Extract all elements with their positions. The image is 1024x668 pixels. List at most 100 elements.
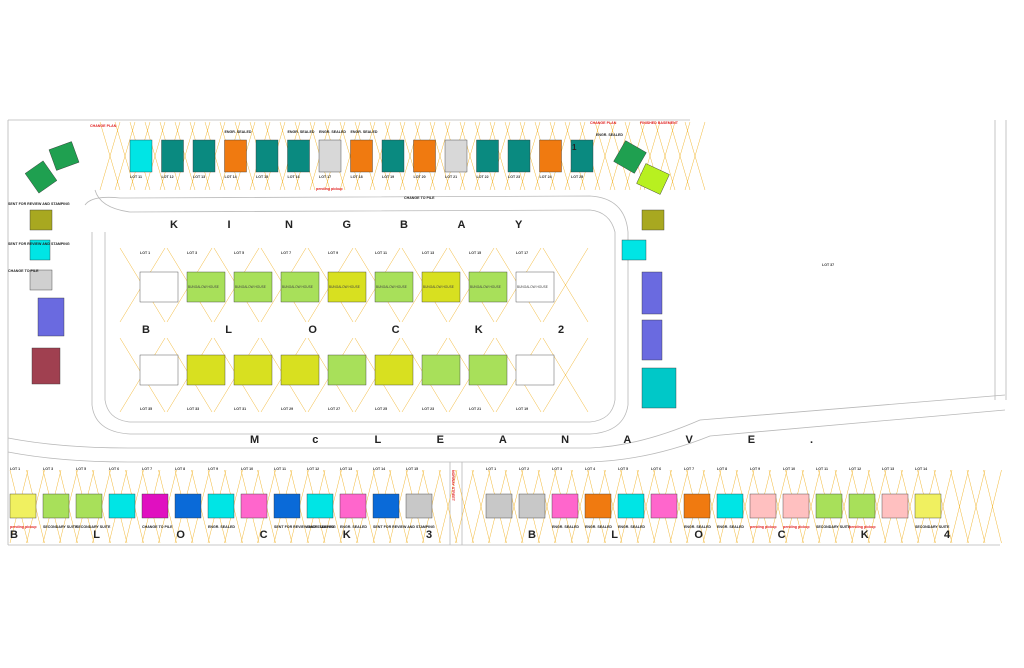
right-lot-lime[interactable] xyxy=(636,163,670,195)
change-plan-right: CHANGE PLAN xyxy=(590,121,617,125)
left-lot-green-2[interactable] xyxy=(24,160,58,194)
street-letter: O xyxy=(176,529,186,541)
right-lot-green[interactable] xyxy=(613,140,647,174)
block3-lot[interactable] xyxy=(42,493,70,519)
block4-lot[interactable] xyxy=(881,493,909,519)
block4-lot[interactable] xyxy=(914,493,942,519)
street-letter: K xyxy=(343,529,352,541)
right-lot-olive[interactable] xyxy=(641,209,665,231)
block2-bottom-lot[interactable] xyxy=(468,354,508,386)
block2-top-lot-label: LOT 7 xyxy=(281,251,291,255)
block2-bottom-lot[interactable] xyxy=(233,354,273,386)
block2-top-lot[interactable] xyxy=(421,271,461,303)
right-lot-violet-2[interactable] xyxy=(641,319,663,361)
block3-lot-note: SECONDARY SUITE xyxy=(43,525,78,529)
block4-lot-note: pending pickup xyxy=(783,525,810,529)
block1-lot[interactable] xyxy=(161,139,184,173)
block1-lot[interactable] xyxy=(381,139,405,173)
block2-top-lot[interactable] xyxy=(327,271,367,303)
block2-bottom-lot[interactable] xyxy=(374,354,414,386)
block4-lot[interactable] xyxy=(848,493,876,519)
block2-bottom-lot[interactable] xyxy=(515,354,555,386)
right-lot-cyan[interactable] xyxy=(621,239,647,261)
right-lot-violet-1[interactable] xyxy=(641,271,663,315)
block2-bottom-lot-label: LOT 35 xyxy=(140,407,152,411)
street-letter: B xyxy=(400,219,409,231)
street-letter: E xyxy=(748,434,756,446)
block2-bottom-lot[interactable] xyxy=(186,354,226,386)
block3-lot[interactable] xyxy=(405,493,433,519)
block2-bottom-lot-label: LOT 23 xyxy=(422,407,434,411)
block4-lot[interactable] xyxy=(782,493,810,519)
block3-lot[interactable] xyxy=(108,493,136,519)
block1-lot[interactable] xyxy=(413,139,436,173)
block4-lot-note: ENGR. SEALED xyxy=(552,525,579,529)
block3-lot[interactable] xyxy=(174,493,202,519)
block2-bottom-lot[interactable] xyxy=(280,354,320,386)
block1-lot-label: LOT 21 xyxy=(445,175,457,179)
block4-lot[interactable] xyxy=(749,493,777,519)
block2-top-lot[interactable] xyxy=(233,271,273,303)
block4-lot-label: LOT 8 xyxy=(717,467,727,471)
left-lot-maroon[interactable] xyxy=(31,347,61,385)
block1-lot[interactable] xyxy=(255,139,279,173)
block3-lot[interactable] xyxy=(9,493,37,519)
side-street-label: NORWAY STREET xyxy=(451,470,455,502)
block1-lot[interactable] xyxy=(444,139,468,173)
block2-top-lot[interactable] xyxy=(374,271,414,303)
block1-lot[interactable] xyxy=(350,139,373,173)
block1-lot-label: LOT 22 xyxy=(477,175,489,179)
block1-lot[interactable] xyxy=(507,139,531,173)
block3-lot[interactable] xyxy=(75,493,103,519)
block2-bottom-lot[interactable] xyxy=(421,354,461,386)
block4-lot-label: LOT 10 xyxy=(783,467,795,471)
block1-lot-label: LOT 25 xyxy=(571,175,583,179)
block3-lot[interactable] xyxy=(372,493,400,519)
block1-lot[interactable] xyxy=(318,139,342,173)
block3-lot[interactable] xyxy=(273,493,301,519)
block2-top-lot[interactable] xyxy=(186,271,226,303)
block4-lot[interactable] xyxy=(683,493,711,519)
block4-lot[interactable] xyxy=(518,493,546,519)
block2-top-lot[interactable] xyxy=(280,271,320,303)
block1-lot[interactable] xyxy=(129,139,153,173)
block3-lot-label: LOT 12 xyxy=(307,467,319,471)
street-letter: A xyxy=(499,434,508,446)
block1-lot[interactable] xyxy=(287,139,310,173)
block4-lot[interactable] xyxy=(485,493,513,519)
block3-lot[interactable] xyxy=(306,493,334,519)
block1-lot[interactable] xyxy=(476,139,499,173)
block3-lot[interactable] xyxy=(240,493,268,519)
block4-lot-label: LOT 13 xyxy=(882,467,894,471)
street-letter: A xyxy=(458,219,467,231)
block4-lot[interactable] xyxy=(716,493,744,519)
block2-top-lot[interactable] xyxy=(139,271,179,303)
left-lot-green-1[interactable] xyxy=(48,141,80,171)
block3-lot[interactable] xyxy=(141,493,169,519)
block3-lot[interactable] xyxy=(207,493,235,519)
block4-lot[interactable] xyxy=(584,493,612,519)
block2-bottom-lot[interactable] xyxy=(139,354,179,386)
block2-bottom-lot[interactable] xyxy=(327,354,367,386)
block1-lot[interactable] xyxy=(224,139,247,173)
block3-lot[interactable] xyxy=(339,493,367,519)
left-lot-violet[interactable] xyxy=(37,297,65,337)
left-lot-cyan[interactable] xyxy=(29,239,51,261)
block4-lot[interactable] xyxy=(650,493,678,519)
block1-lot[interactable] xyxy=(192,139,216,173)
block4-lot[interactable] xyxy=(617,493,645,519)
block4-lot[interactable] xyxy=(815,493,843,519)
block4-lot[interactable] xyxy=(551,493,579,519)
block1-lot[interactable] xyxy=(539,139,562,173)
left-lot-olive[interactable] xyxy=(29,209,53,231)
block2-top-lot[interactable] xyxy=(515,271,555,303)
block2-top-lot[interactable] xyxy=(468,271,508,303)
block1-lot[interactable] xyxy=(570,139,594,173)
block3-lot-label: LOT 1 xyxy=(10,467,20,471)
left-lot-grey[interactable] xyxy=(29,269,53,291)
right-lot-teal[interactable] xyxy=(641,367,677,409)
